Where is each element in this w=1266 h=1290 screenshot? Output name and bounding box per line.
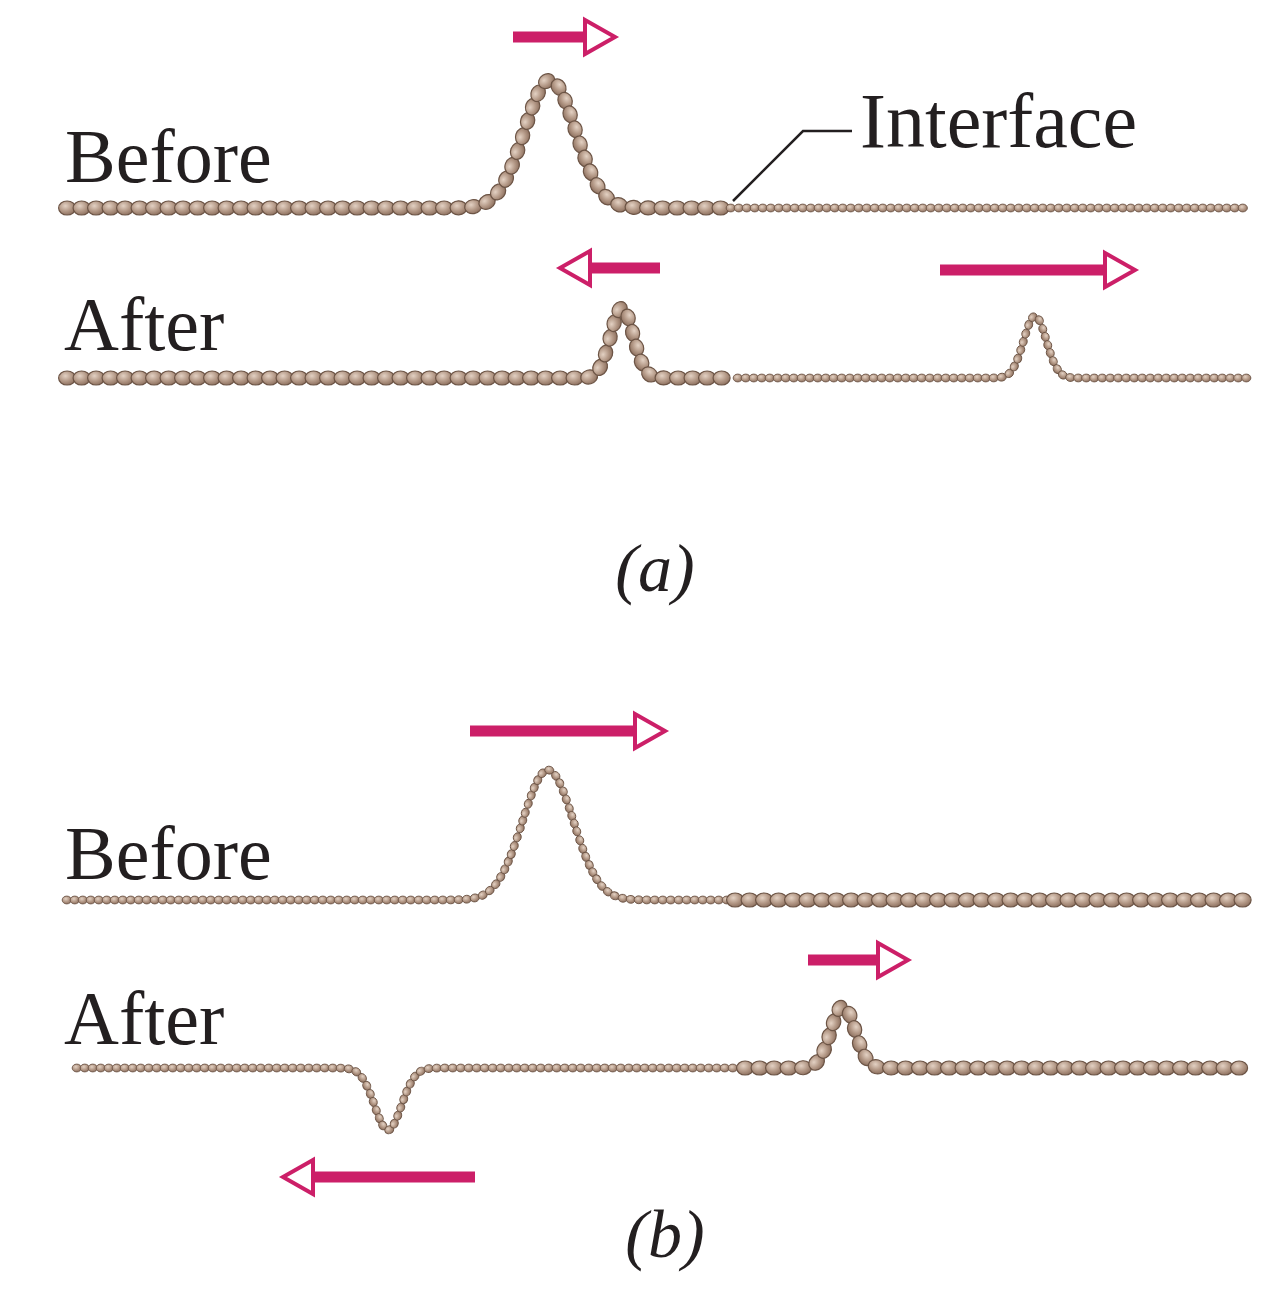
arrow-shaft [313, 1172, 475, 1183]
arrow-head [560, 251, 590, 285]
motion-arrow [513, 20, 615, 54]
heavy-string [727, 893, 1252, 907]
panel-label: (a) [615, 534, 694, 602]
string-bead [1242, 374, 1251, 382]
light-string [726, 204, 1247, 212]
panel-label: (b) [625, 1200, 704, 1268]
string-bead [1021, 328, 1031, 339]
arrow-head [585, 20, 615, 54]
light-string [733, 311, 1251, 382]
beaded-string [59, 299, 1251, 386]
arrow-shaft [470, 726, 635, 737]
motion-arrow [808, 943, 908, 977]
state-label: After [64, 286, 224, 362]
motion-arrow [940, 253, 1135, 287]
string-bead [728, 1064, 737, 1072]
arrow-head [878, 943, 908, 977]
arrow-shaft [590, 263, 660, 274]
light-string [72, 1064, 737, 1135]
arrow-shaft [940, 265, 1105, 276]
arrow-shaft [808, 955, 878, 966]
motion-arrow [283, 1160, 475, 1194]
state-label: Before [65, 815, 272, 891]
string-bead [1234, 893, 1251, 907]
string-bead [1231, 1061, 1248, 1075]
beaded-string [72, 997, 1247, 1135]
string-bead [572, 826, 582, 837]
motion-arrow [560, 251, 660, 285]
string-bead [1238, 204, 1247, 212]
arrow-head [1105, 253, 1135, 287]
arrow-head [635, 714, 665, 748]
interface-label: Interface [860, 82, 1137, 160]
state-label: After [64, 980, 224, 1056]
string-bead [512, 832, 522, 843]
beaded-string [59, 71, 1248, 215]
arrow-head [283, 1160, 313, 1194]
heavy-string [59, 71, 730, 215]
string-bead [713, 371, 730, 385]
heavy-string [737, 997, 1248, 1075]
string-bead [520, 807, 530, 818]
state-label: Before [65, 118, 272, 194]
motion-arrow [470, 714, 665, 748]
beaded-string [62, 765, 1251, 907]
arrow-shaft [513, 32, 585, 43]
light-string [62, 765, 731, 904]
string-bead [596, 343, 615, 363]
leader-line [733, 131, 852, 201]
